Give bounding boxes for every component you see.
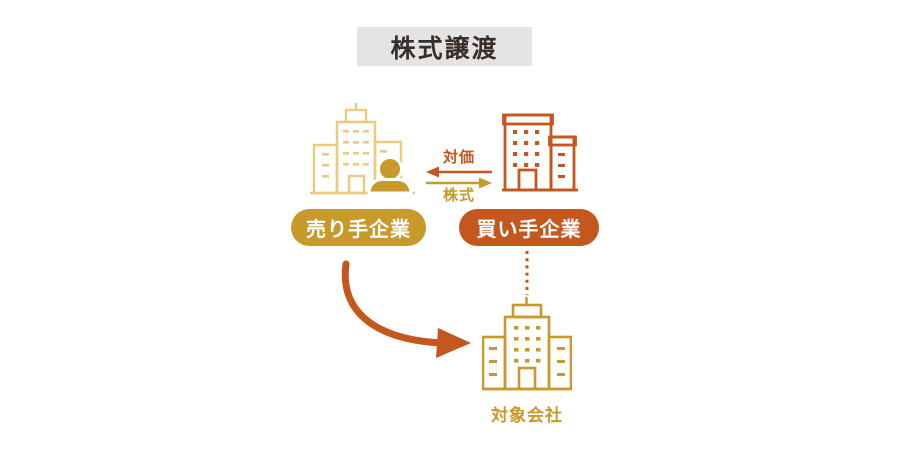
consideration-arrow-left-icon: [426, 166, 492, 178]
seller-pill-label: 売り手企業: [306, 219, 411, 241]
target-building-icon: [482, 297, 572, 391]
title-box: 株式譲渡: [357, 27, 532, 66]
consideration-label: 対価: [442, 149, 475, 166]
buyer-pill: 買い手企業: [459, 209, 599, 246]
shares-arrow-right-icon: [426, 177, 492, 189]
seller-pill: 売り手企業: [291, 209, 426, 246]
shares-label: 株式: [442, 187, 475, 204]
person-icon: [367, 156, 413, 195]
transfer-curved-arrow-icon: [341, 260, 471, 358]
buyer-pill-label: 買い手企業: [476, 219, 582, 241]
buyer-building-icon: [502, 113, 578, 192]
target-company-label: 対象会社: [491, 406, 563, 425]
page-title: 株式譲渡: [390, 34, 499, 63]
ownership-dotted-line: [525, 251, 529, 295]
seller-building-icon: [310, 103, 415, 195]
